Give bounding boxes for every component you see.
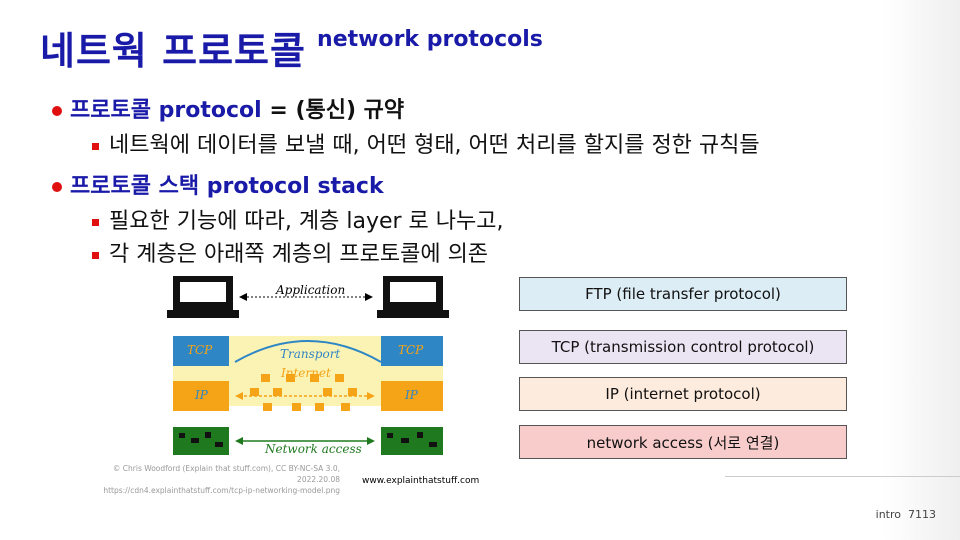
tcp-label-right: TCP	[398, 343, 424, 357]
bullet-dot-icon	[52, 182, 62, 192]
internet-label: Internet	[281, 366, 331, 380]
sub-bullet-text: 필요한 기능에 따라, 계층 layer 로 나누고,	[109, 209, 504, 234]
tcp-ip-diagram: Application Transport Internet TCP TCP I…	[165, 270, 460, 485]
protocol-box-ftp: FTP (file transfer protocol)	[519, 277, 847, 311]
ip-block-right	[381, 381, 443, 411]
internet-packets	[250, 374, 357, 411]
application-label: Application	[276, 283, 346, 297]
ip-label-right: IP	[405, 388, 418, 402]
title-english: network protocols	[317, 27, 543, 52]
tcp-label-left: TCP	[187, 343, 213, 357]
network-access-label: Network access	[265, 442, 362, 456]
protocol-box-network-access: network access (서로 연결)	[519, 425, 847, 459]
title-korean: 네트웍 프로토콜	[40, 29, 306, 73]
laptop-left-icon	[167, 276, 239, 318]
site-credit: www.explainthatstuff.com	[362, 476, 480, 486]
footer-divider	[725, 476, 960, 477]
sub-bullet-text: 각 계층은 아래쪽 계층의 프로토콜에 의존	[109, 242, 489, 267]
sub-bullet-protocol-rules: 네트웍에 데이터를 보낼 때, 어떤 형태, 어떤 처리를 할지를 정한 규칙들	[92, 127, 760, 159]
network-board-right-icon	[381, 427, 443, 455]
credit-line-2: https://cdn4.explainthatstuff.com/tcp-ip…	[103, 486, 340, 495]
sub-bullet-square-icon	[92, 252, 99, 259]
transport-arc	[234, 340, 382, 363]
ip-block-left	[173, 381, 229, 411]
laptop-right-icon	[377, 276, 449, 318]
footer-page-number: 7113	[908, 508, 936, 521]
bullet-dot-icon	[52, 106, 62, 116]
slide-footer: intro 7113	[876, 508, 936, 521]
image-credit: © Chris Woodford (Explain that stuff.com…	[100, 463, 340, 496]
ip-label-left: IP	[195, 388, 208, 402]
sub-bullet-text: 네트웍에 데이터를 보낼 때, 어떤 형태, 어떤 처리를 할지를 정한 규칙들	[109, 133, 760, 158]
bullet-protocol-definition: (통신) 규약	[295, 98, 405, 123]
bullet-protocol-equals: =	[261, 98, 296, 123]
bullet-protocol-term: 프로토콜 protocol	[70, 98, 262, 123]
bullet-protocol-stack: 프로토콜 스택 protocol stack	[52, 168, 384, 200]
tcp-block-left	[173, 336, 229, 366]
tcp-block-right	[381, 336, 443, 366]
footer-section: intro	[875, 508, 901, 521]
sub-bullet-dependency: 각 계층은 아래쪽 계층의 프로토콜에 의존	[92, 236, 488, 268]
bullet-protocol-stack-term: 프로토콜 스택 protocol stack	[70, 174, 384, 199]
network-board-left-icon	[173, 427, 229, 455]
tcp-ip-diagram-graphic	[167, 276, 449, 455]
protocol-box-ip: IP (internet protocol)	[519, 377, 847, 411]
sub-bullet-square-icon	[92, 219, 99, 226]
sub-bullet-layers: 필요한 기능에 따라, 계층 layer 로 나누고,	[92, 203, 504, 235]
credit-line-1: © Chris Woodford (Explain that stuff.com…	[112, 464, 340, 484]
transport-label: Transport	[280, 347, 341, 361]
page-title: 네트웍 프로토콜 network protocols	[40, 20, 543, 75]
bullet-protocol: 프로토콜 protocol = (통신) 규약	[52, 92, 404, 124]
sub-bullet-square-icon	[92, 143, 99, 150]
protocol-box-tcp: TCP (transmission control protocol)	[519, 330, 847, 364]
